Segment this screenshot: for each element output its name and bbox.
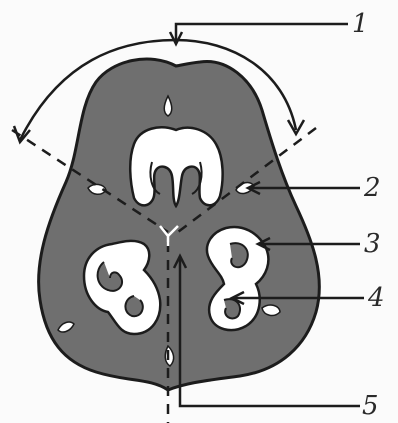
top-cavity xyxy=(130,127,222,206)
label-1: 1 xyxy=(352,9,369,39)
leader-1 xyxy=(176,24,348,42)
label-3: 3 xyxy=(364,229,381,259)
label-2: 2 xyxy=(363,173,381,203)
label-4: 4 xyxy=(367,283,385,313)
label-5: 5 xyxy=(362,391,379,421)
